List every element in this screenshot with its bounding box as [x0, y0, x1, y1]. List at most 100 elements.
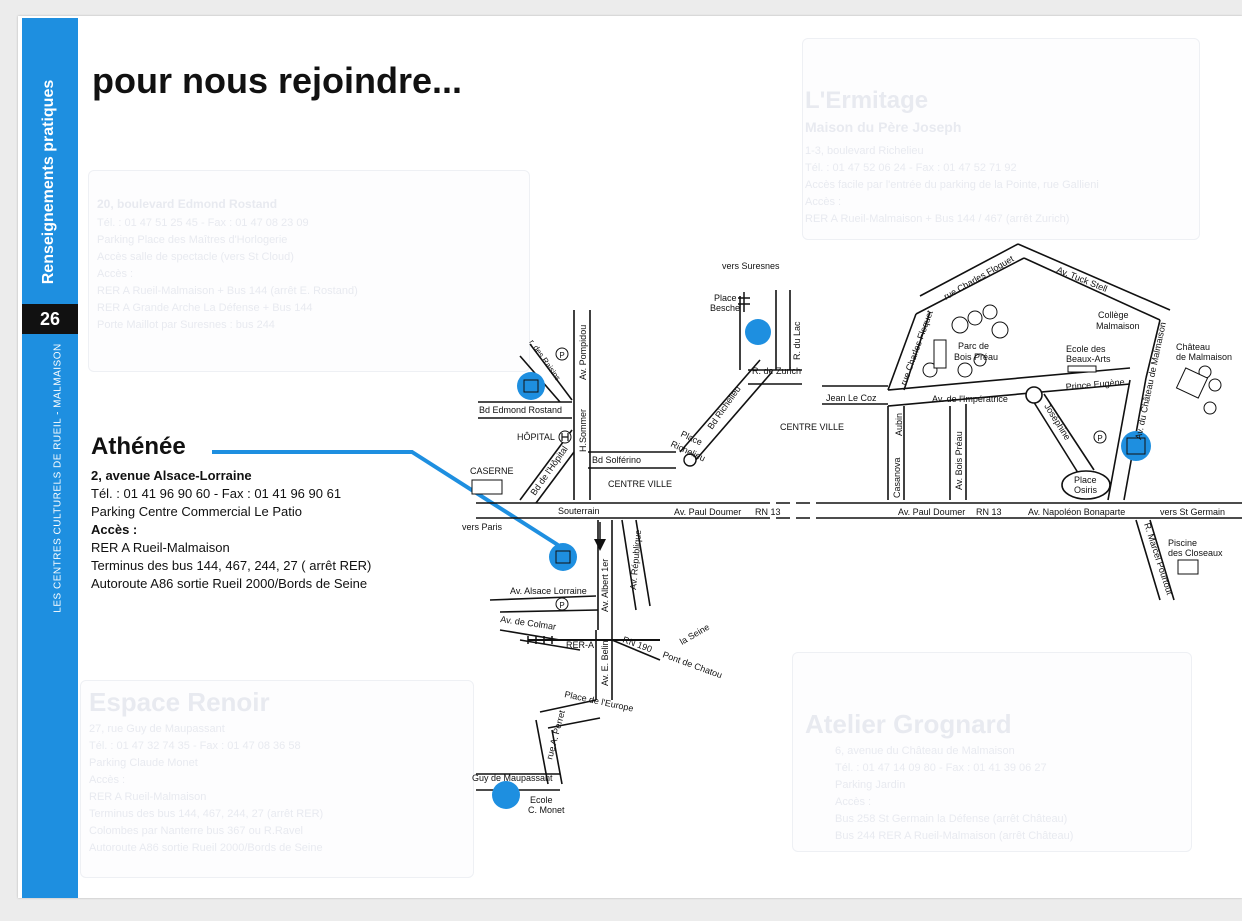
label-hopital: HÔPITAL [517, 432, 555, 442]
label-av-napoleon: Av. Napoléon Bonaparte [1028, 507, 1125, 517]
parking-p-label: P [1097, 434, 1102, 443]
label-prince-eugene: Prince Eugène [1065, 377, 1125, 392]
label-place-osiris: Place [1074, 475, 1097, 485]
label-av-de-colmar: Av. de Colmar [500, 614, 557, 632]
marker-renoir [492, 781, 520, 809]
caserne-icon [471, 479, 503, 495]
piscine-marker [1177, 559, 1199, 575]
venue-markers [492, 319, 1199, 809]
faded-panel-subtitle: Maison du Père Joseph [805, 119, 962, 135]
label-ecole-beaux-arts-2: Beaux-Arts [1066, 354, 1111, 364]
place-osiris-roundabout [1061, 470, 1111, 500]
athenee-parking: Parking Centre Commercial Le Patio [91, 504, 302, 519]
label-la-seine: la Seine [678, 622, 711, 647]
parc-bois-preau [922, 304, 1009, 378]
faded-panel-title: Atelier Grognard [805, 709, 1012, 739]
page-title: pour nous rejoindre... [92, 60, 463, 101]
label-h-sommer: H.Sommer [578, 409, 588, 452]
label-av-paul-doumer-east: Av. Paul Doumer [898, 507, 965, 517]
faded-panel-title: Espace Renoir [89, 687, 270, 717]
athenee-name: Athénée [91, 433, 186, 460]
label-aubin: Aubin [894, 413, 904, 436]
label-av-alsace-lorraine: Av. Alsace Lorraine [510, 586, 587, 596]
label-rer-a: RER-A [566, 640, 594, 650]
label-parc: Parc de [958, 341, 989, 351]
label-caserne: CASERNE [470, 466, 514, 476]
label-chateau-2: de Malmaison [1176, 352, 1232, 362]
label-souterrain: Souterrain [558, 506, 600, 516]
label-vers-paris: vers Paris [462, 522, 503, 532]
hopital-h-glyph [561, 433, 569, 441]
label-av-republique: Av. République [628, 529, 643, 590]
label-place-europe: Place de l'Europe [564, 689, 635, 713]
athenee-leader-line [212, 450, 560, 547]
faded-panel-ermitage: L'Ermitage Maison du Père Joseph 1-3, bo… [802, 38, 1200, 240]
athenee-access-bus: Terminus des bus 144, 467, 244, 27 ( arr… [91, 558, 372, 573]
page-number: 26 [22, 304, 78, 334]
label-rue-charles-floquet-top: rue Charles Floquet [942, 253, 1016, 301]
faded-panel-renoir: Espace Renoir 27, rue Guy de Maupassant … [80, 680, 474, 878]
faded-panel-lines: Tél. : 01 47 51 25 45 - Fax : 01 47 08 2… [97, 217, 358, 331]
sidebar-band [22, 18, 78, 898]
athenee-access-rer: RER A Rueil-Malmaison [91, 540, 230, 555]
roundabout-imperatrice [1025, 386, 1043, 404]
label-guy-de-maupassant: Guy de Maupassant [472, 773, 553, 783]
label-c-monet: C. Monet [528, 805, 565, 815]
parking-p-label: P [559, 601, 564, 610]
label-bd-edmond-rostand: Bd Edmond Rostand [479, 405, 562, 415]
athenee-address: 2, avenue Alsace-Lorraine [91, 468, 252, 483]
label-av-chateau-malmaison: Av. du Château de Malmaison [1133, 321, 1168, 440]
label-ecole: Ecole [530, 795, 553, 805]
athenee-access-road: Autoroute A86 sortie Rueil 2000/Bords de… [91, 576, 368, 591]
faded-panel-lines: 27, rue Guy de Maupassant Tél. : 01 47 3… [89, 723, 324, 854]
map-road-break [770, 500, 816, 521]
marker-athenee [549, 543, 577, 571]
label-centre-ville-east: CENTRE VILLE [780, 422, 844, 432]
map-roads-west [476, 290, 1242, 791]
athenee-details: 2, avenue Alsace-Lorraine Tél. : 01 41 9… [91, 467, 371, 593]
label-vers-st-germain: vers St Germain [1160, 507, 1225, 517]
label-bd-hopital: Bd de l'Hôpital [528, 444, 569, 497]
label-place-besche: Place [714, 293, 737, 303]
label-rn13-east: RN 13 [976, 507, 1002, 517]
faded-panel-title: 20, boulevard Edmond Rostand [97, 197, 278, 211]
place-richelieu-marker [683, 453, 697, 467]
label-bd-richelieu: Bd Richelieu [705, 384, 742, 431]
map-roads-east [822, 243, 1175, 601]
label-r-du-lac: R. du Lac [792, 321, 802, 360]
chateau-park [1175, 365, 1222, 415]
label-place-besche-2: Besche [710, 303, 740, 313]
label-centre-ville: CENTRE VILLE [608, 479, 672, 489]
label-av-bois-preau: Av. Bois Préau [954, 431, 964, 490]
ecole-beaux-arts-icon [1067, 365, 1097, 373]
label-r-de-zurich: R. de Zurich [752, 366, 801, 376]
label-piscine: Piscine [1168, 538, 1197, 548]
parking-markers: P P P [555, 347, 1107, 611]
faded-panel-rostand: 20, boulevard Edmond Rostand Tél. : 01 4… [88, 170, 530, 372]
label-jean-le-coz: Jean Le Coz [826, 393, 877, 403]
marker-rostand [517, 372, 545, 400]
athenee-access-label: Accès : [91, 522, 138, 537]
label-av-pompidou: Av. Pompidou [578, 325, 588, 380]
label-bd-solferino: Bd Solférino [592, 455, 641, 465]
label-av-imperatrice: Av. de l'Impératrice [932, 394, 1008, 404]
label-av-albert-1er: Av. Albert 1er [600, 559, 610, 612]
label-place-osiris-2: Osiris [1074, 485, 1097, 495]
label-piscine-2: des Closeaux [1168, 548, 1223, 558]
parking-p-label: P [559, 351, 564, 360]
label-av-paul-doumer: Av. Paul Doumer [674, 507, 741, 517]
label-pont-de-chatou: Pont de Chatou [661, 649, 723, 680]
label-chateau: Château [1176, 342, 1210, 352]
label-college: Collège [1098, 310, 1129, 320]
faded-panel-title: L'Ermitage [805, 87, 929, 114]
faded-panel-lines: 6, avenue du Château de Malmaison Tél. :… [835, 745, 1074, 842]
label-rn13: RN 13 [755, 507, 781, 517]
athenee-phone-fax: Tél. : 01 41 96 90 60 - Fax : 01 41 96 9… [91, 486, 342, 501]
label-vers-suresnes: vers Suresnes [722, 261, 780, 271]
faded-panel-gronnard: Atelier Grognard 6, avenue du Château de… [792, 652, 1192, 852]
label-rue-a-perret: rue A. Perret [544, 709, 567, 761]
label-parc-2: Bois Préau [954, 352, 998, 362]
rer-a-railway [527, 636, 660, 644]
label-ecole-beaux-arts: Ecole des [1066, 344, 1106, 354]
